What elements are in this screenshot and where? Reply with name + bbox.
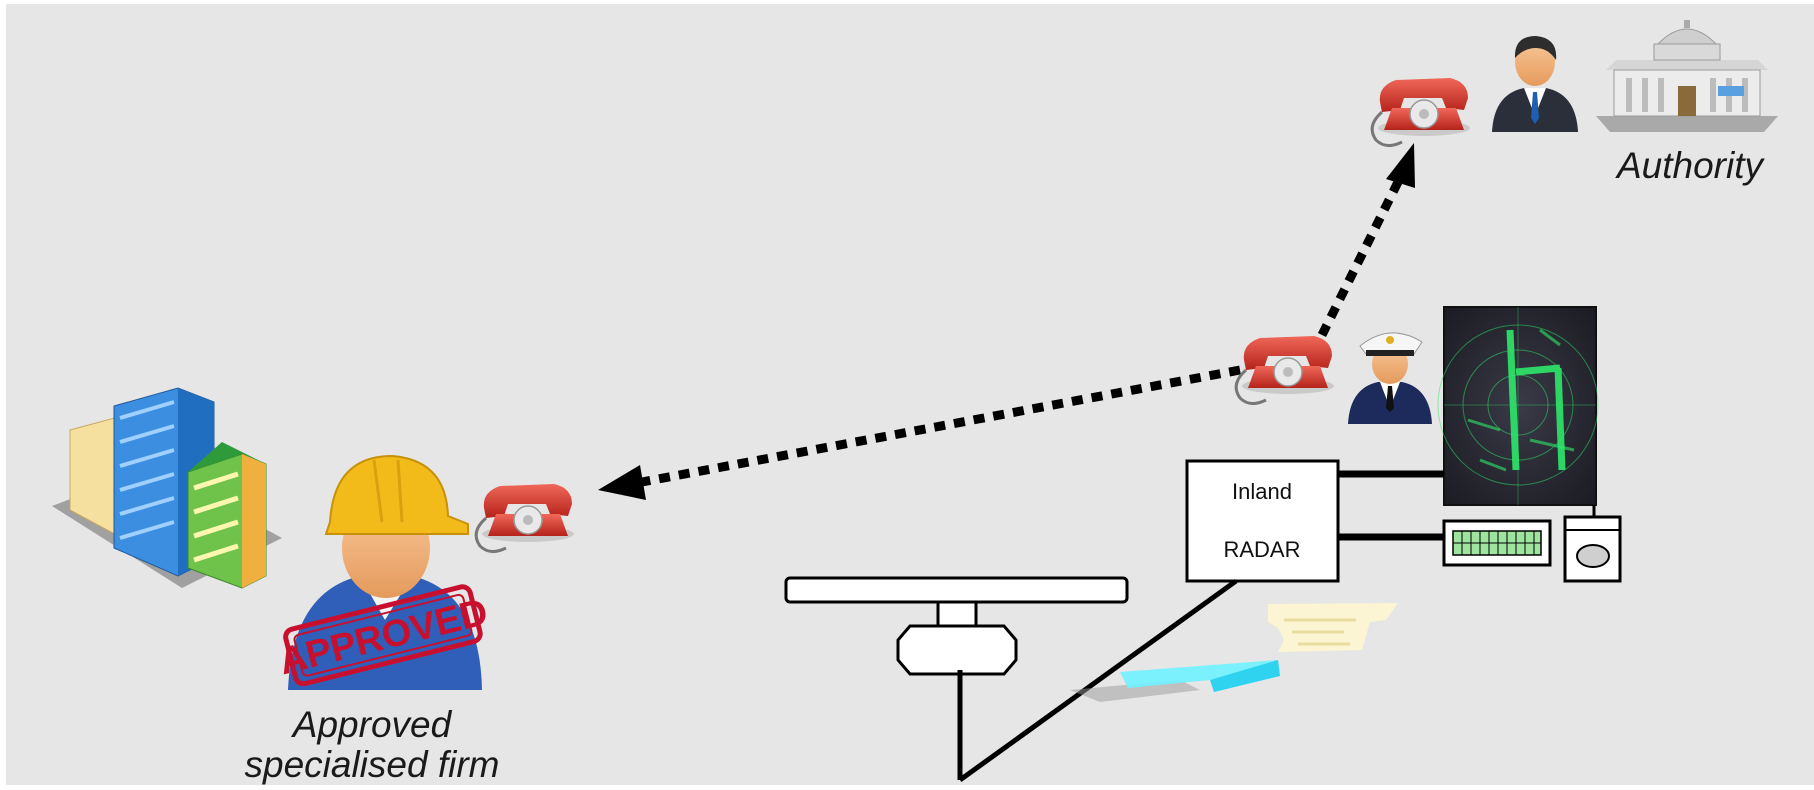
vessel-icon [1070,603,1398,702]
radar-label-line1: Inland [1232,479,1292,504]
telephone-icon [1234,336,1334,405]
captain-icon [1348,332,1432,424]
government-building-icon [1596,20,1778,132]
businessman-icon [1492,36,1578,132]
telephone-icon [1370,78,1470,147]
dashed-arrow-to-firm [598,365,1241,500]
buildings-icon [52,387,282,589]
worker-icon [288,454,482,690]
radar-antenna-icon [784,576,1238,783]
telephone-icon [474,484,574,553]
control-unit-icon [1563,515,1622,583]
radar-label-line2: RADAR [1223,537,1300,562]
keyboard-icon [1442,519,1552,567]
authority-label: Authority [1615,145,1766,186]
firm-label-line1: Approved [291,704,453,745]
firm-label-line2: specialised firm [245,744,500,785]
inland-radar-box [1185,459,1340,583]
radar-display-icon [1437,306,1599,506]
dashed-arrow-to-authority [1317,143,1415,338]
